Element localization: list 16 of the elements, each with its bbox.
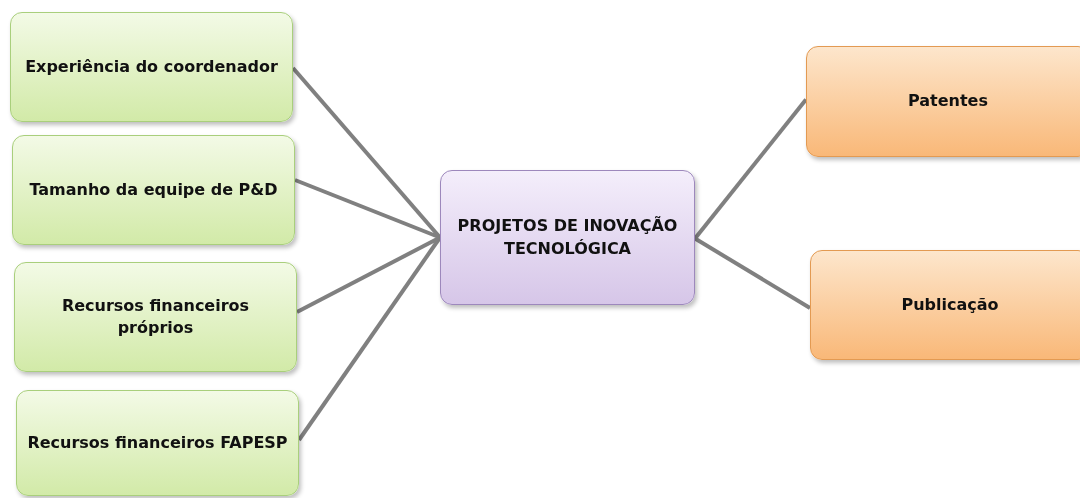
connector-line: [693, 98, 808, 240]
rounded-box: [16, 390, 299, 496]
box-label: Tamanho da equipe de P&D: [29, 178, 278, 201]
box-label: Patentes: [908, 90, 988, 113]
rounded-box: [810, 250, 1080, 360]
rounded-box: [806, 46, 1080, 157]
rounded-box: [14, 262, 297, 372]
box-label: Recursos financeiros próprios: [60, 294, 251, 339]
rounded-box: [10, 12, 293, 122]
box-label: PROJETOS DE INOVAÇÃO TECNOLÓGICA: [456, 215, 679, 260]
connector-line: [693, 236, 812, 310]
rounded-box: [12, 135, 295, 245]
box-label: Experiência do coordenador: [25, 55, 278, 78]
box-label: Recursos financeiros FAPESP: [27, 431, 288, 454]
box-label: Publicação: [901, 293, 999, 316]
rounded-box: [440, 170, 695, 305]
